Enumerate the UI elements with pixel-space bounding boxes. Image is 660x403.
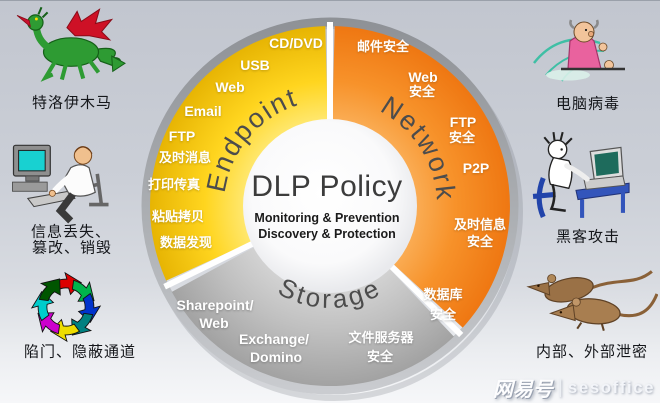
leak-icon [520,263,659,333]
network-item-ftp-line2: 安全 [448,130,476,145]
network-segment [332,26,510,328]
endpoint-item-copy-paste: 粘贴拷贝 [151,209,205,224]
endpoint-item-cddvd: CD/DVD [269,35,323,51]
endpoint-item-im: 及时消息 [158,150,212,165]
endpoint-item-web: Web [215,79,245,95]
threat-label-virus: 电脑病毒 [555,96,621,113]
endpoint-segment [150,26,328,281]
endpoint-item-data-discovery: 数据发现 [159,235,213,250]
endpoint-item-ftp: FTP [168,128,196,144]
threat-label-trojan: 特洛伊木马 [31,95,113,112]
storage-item-sharepoint-line1: Sharepoint/ [176,297,254,313]
trojan-horse-icon [14,5,126,93]
threat-label-leak: 内部、外部泄密 [535,344,649,361]
threat-label-covert-channel: 陷门、隐蔽通道 [23,344,137,361]
network-item-ftp-line1: FTP [449,114,477,130]
endpoint-item-email: Email [184,103,222,119]
network-item-web-line1: Web [408,69,438,85]
segment-gap-right [387,262,464,338]
network-item-web-line2: 安全 [408,84,436,99]
network-item-p2p: P2P [462,160,490,176]
watermark-divider: | [557,376,563,398]
data-loss-icon [8,131,113,225]
wheel-center-hole [243,119,417,293]
storage-item-file-server-line2: 安全 [366,349,394,364]
policy-title: DLP Policy [251,170,403,203]
network-item-im-security-line1: 及时信息 [453,217,507,232]
storage-item-exchange-line1: Exchange/ [238,331,310,347]
watermark-account-name: sesoffice [567,377,655,397]
storage-item-database-line1: 数据库 [423,287,463,302]
storage-segment [171,247,454,387]
computer-virus-icon [526,17,630,99]
threat-label-data-loss-line2: 篡改、销毁 [31,240,113,257]
storage-item-file-server-line1: 文件服务器 [348,330,414,345]
hacker-attack-icon [522,127,634,221]
watermark-brand: 网易号 [492,379,553,401]
segment-gap-left [163,240,256,290]
threat-label-hacker: 黑客攻击 [555,229,621,246]
endpoint-item-print-fax: 打印传真 [147,177,201,192]
covert-channel-icon [28,271,104,343]
storage-item-database-line2: 安全 [429,307,457,322]
storage-item-sharepoint-line2: Web [199,315,229,331]
policy-subtitle-2: Discovery & Protection [258,227,396,241]
storage-item-exchange-line2: Domino [249,349,303,365]
network-item-mail-security: 邮件安全 [356,39,410,54]
endpoint-item-usb: USB [240,57,270,73]
watermark: 网易号 | sesoffice [493,373,655,402]
policy-subtitle-1: Monitoring & Prevention [254,211,400,225]
center-policy-block: DLP Policy Monitoring & Prevention Disco… [232,170,422,242]
network-item-im-security-line2: 安全 [466,234,494,249]
threat-label-data-loss-line1: 信息丢失、 [30,224,112,241]
